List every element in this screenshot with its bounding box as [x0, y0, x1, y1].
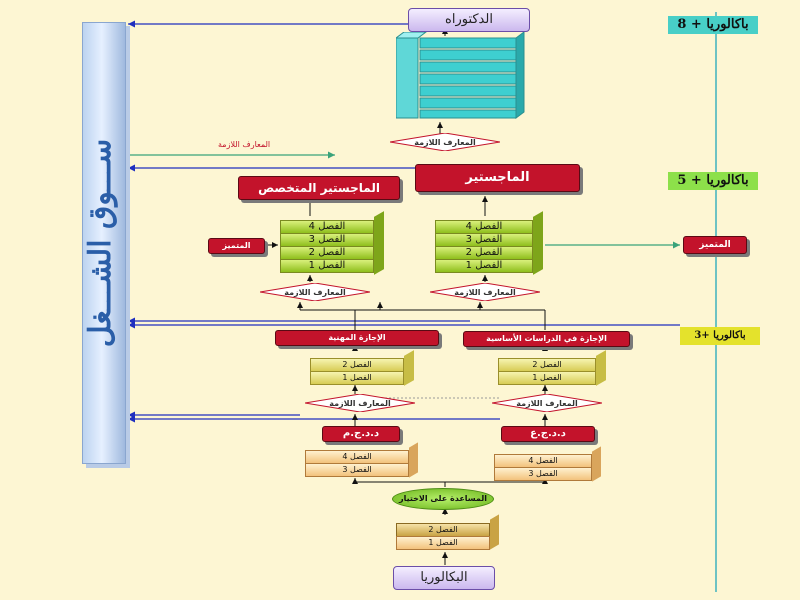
- first-cycle-semester-1: الفصل 1: [396, 536, 490, 550]
- specialized-semester-4: الفصل 4: [280, 220, 374, 234]
- job-market-label: ســـوق الشـــغل: [83, 138, 118, 348]
- specialized-semester-3: الفصل 3: [280, 233, 374, 247]
- specialized-semester-2: الفصل 2: [280, 246, 374, 260]
- required-knowledge-diamond-pro: المعارف اللازمة: [305, 394, 415, 412]
- level-bac8: باكالوريا + 8: [668, 16, 758, 34]
- pro-licence-semester-2: الفصل 2: [310, 358, 404, 372]
- basic-licence-semester-2: الفصل 2: [498, 358, 596, 372]
- orientation-badge: المساعدة على الاختيار: [392, 488, 494, 510]
- masters-semester-1: الفصل 1: [435, 259, 533, 273]
- basic-licence-semester-1: الفصل 1: [498, 371, 596, 385]
- required-knowledge-text: المعارف اللازمة: [218, 140, 271, 149]
- masters-semester-3: الفصل 3: [435, 233, 533, 247]
- required-knowledge-diamond-doctorate: المعارف اللازمة: [390, 133, 500, 151]
- baccalaureate-scroll: البكالوريا: [393, 566, 495, 590]
- level-bac3: باكالوريا +3: [680, 327, 760, 345]
- dut-stack-side: [592, 446, 601, 482]
- level-axis-line: [715, 12, 717, 592]
- masters-semester-2: الفصل 2: [435, 246, 533, 260]
- dut-semester-3: الفصل 3: [494, 467, 592, 481]
- pro-licence-stack-side: [404, 350, 414, 386]
- dut-semester-4: الفصل 4: [494, 454, 592, 468]
- required-knowledge-diamond-basic: المعارف اللازمة: [492, 394, 602, 412]
- required-knowledge-label: المعارف اللازمة: [284, 287, 346, 297]
- required-knowledge-diamond-specialized: المعارف اللازمة: [260, 283, 370, 301]
- required-knowledge-label: المعارف اللازمة: [414, 137, 476, 147]
- basic-licence-banner: الإجازة في الدراسات الأساسية: [463, 331, 630, 347]
- dut-pro-semester-3: الفصل 3: [305, 463, 409, 477]
- first-cycle-stack-side: [490, 514, 499, 550]
- level-bac5: باكالوريا + 5: [668, 172, 758, 190]
- dut-banner: د.د.ج.ع: [501, 426, 595, 442]
- specialized-masters-banner: الماجستير المتخصص: [238, 176, 400, 200]
- masters-banner: الماجستير: [415, 164, 580, 192]
- dut-pro-banner: د.د.ج.م: [322, 426, 400, 442]
- specialized-stack-side: [374, 211, 384, 275]
- distinction-right: المتميز: [683, 236, 747, 254]
- masters-stack-side: [533, 211, 543, 275]
- distinction-left: المتميز: [208, 238, 265, 254]
- required-knowledge-label: المعارف اللازمة: [516, 398, 578, 408]
- doctorate-books-icon: [394, 31, 526, 122]
- required-knowledge-diamond-masters: المعارف اللازمة: [430, 283, 540, 301]
- first-cycle-semester-2: الفصل 2: [396, 523, 490, 537]
- specialized-semester-1: الفصل 1: [280, 259, 374, 273]
- basic-licence-stack-side: [596, 350, 606, 386]
- required-knowledge-label: المعارف اللازمة: [329, 398, 391, 408]
- required-knowledge-label: المعارف اللازمة: [454, 287, 516, 297]
- pro-licence-semester-1: الفصل 1: [310, 371, 404, 385]
- dut-pro-stack-side: [409, 442, 418, 478]
- dut-pro-semester-4: الفصل 4: [305, 450, 409, 464]
- doctorate-scroll: الدكتوراه: [408, 8, 530, 32]
- job-market-bar: ســـوق الشـــغل: [82, 22, 126, 464]
- professional-licence-banner: الإجازة المهنية: [275, 330, 439, 346]
- masters-semester-4: الفصل 4: [435, 220, 533, 234]
